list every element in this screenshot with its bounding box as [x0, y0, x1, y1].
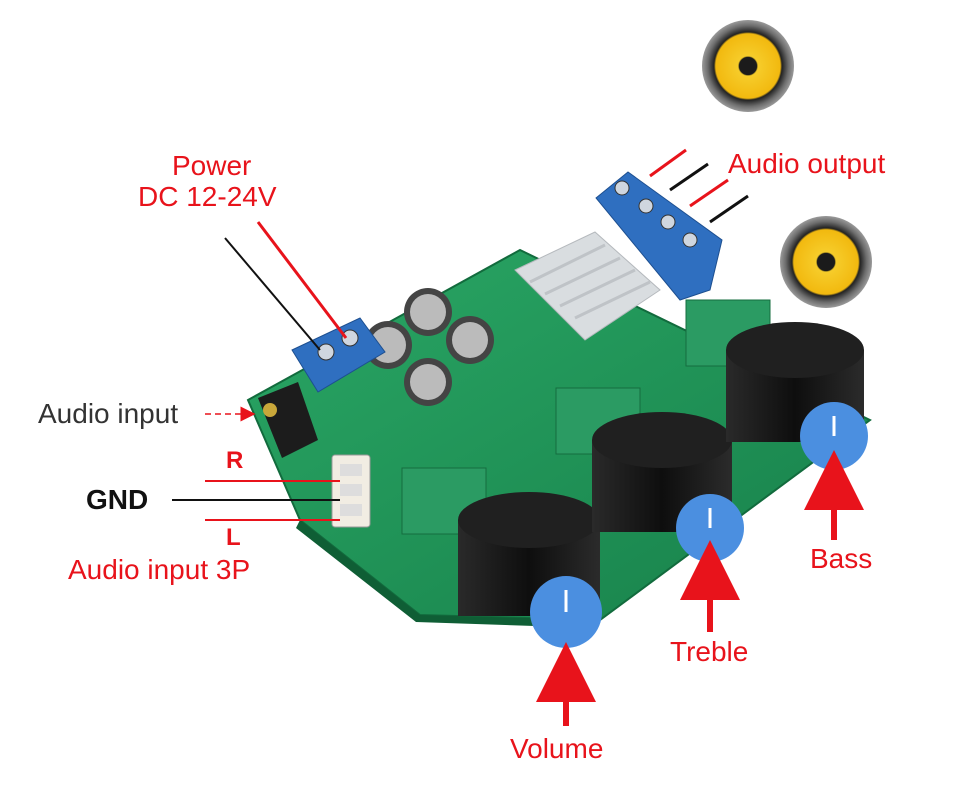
audio-input-3p-label: Audio input 3P — [68, 554, 251, 585]
power-voltage-label: DC 12-24V — [138, 181, 277, 212]
heatsink — [514, 231, 661, 341]
l-label: L — [226, 524, 241, 551]
power-label: Power — [172, 150, 252, 181]
treble-label: Treble — [670, 636, 749, 667]
volume-knob — [458, 492, 602, 648]
capacitors — [364, 288, 494, 406]
volume-label: Volume — [510, 733, 604, 764]
r-label: R — [226, 447, 244, 474]
audio-output-label: Audio output — [728, 148, 886, 179]
speaker-icon — [780, 216, 872, 308]
power-wire-positive — [256, 221, 348, 339]
power-wire-negative — [224, 237, 321, 351]
3p-connector — [331, 454, 371, 528]
bass-label: Bass — [810, 543, 873, 574]
output-terminal — [595, 171, 723, 301]
gnd-label: GND — [86, 484, 149, 515]
audio-jack — [258, 382, 318, 458]
audio-input-label: Audio input — [38, 398, 179, 429]
speaker-icon — [702, 20, 794, 112]
